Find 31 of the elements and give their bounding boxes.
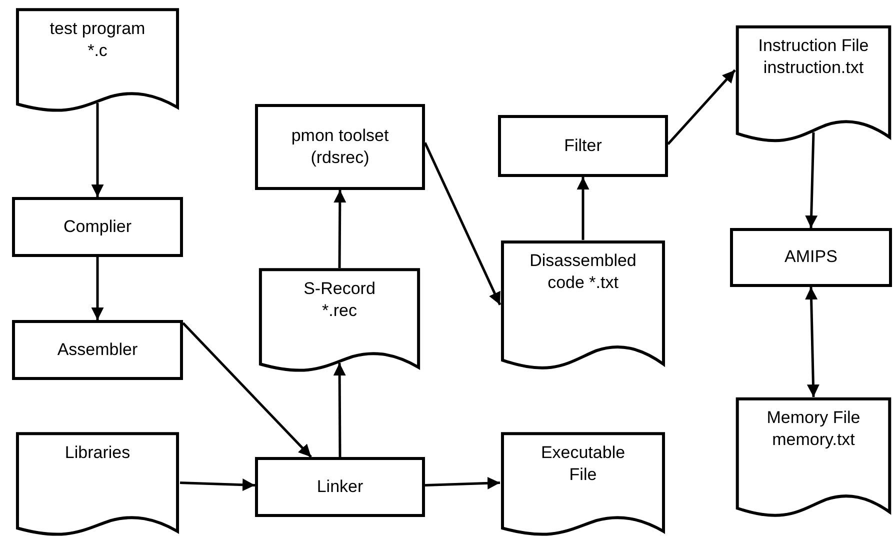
node-label: pmon toolset (rdsrec)	[290, 124, 390, 169]
node-label: Executable File	[540, 442, 626, 486]
process-box	[12, 320, 183, 380]
arrow	[576, 177, 590, 240]
arrow	[91, 257, 104, 320]
node-label: test program *.c	[48, 18, 146, 62]
arrow	[182, 322, 312, 458]
node-label: AMIPS	[784, 246, 838, 268]
arrow	[805, 286, 820, 398]
arrow	[91, 103, 104, 197]
node-label: Filter	[563, 134, 603, 157]
arrow	[667, 69, 736, 145]
arrow	[424, 142, 502, 306]
process-box	[730, 228, 892, 287]
process-box	[498, 115, 668, 177]
node-label: Disassembled code *.txt	[528, 250, 638, 294]
node-label: S-Record *.rec	[302, 278, 376, 322]
process-box	[12, 197, 183, 257]
process-box	[255, 104, 425, 190]
arrow	[333, 363, 346, 457]
arrow	[805, 132, 818, 228]
node-label: Libraries	[64, 442, 132, 464]
arrow	[180, 478, 256, 492]
process-box	[255, 457, 425, 517]
arrow	[424, 476, 500, 490]
node-label: Instruction File instruction.txt	[757, 35, 870, 80]
node-label: Complier	[62, 216, 133, 238]
node-label: Linker	[316, 476, 364, 498]
node-label: Assembler	[56, 338, 139, 361]
arrow	[334, 190, 346, 268]
node-label: Memory File memory.txt	[766, 407, 862, 452]
